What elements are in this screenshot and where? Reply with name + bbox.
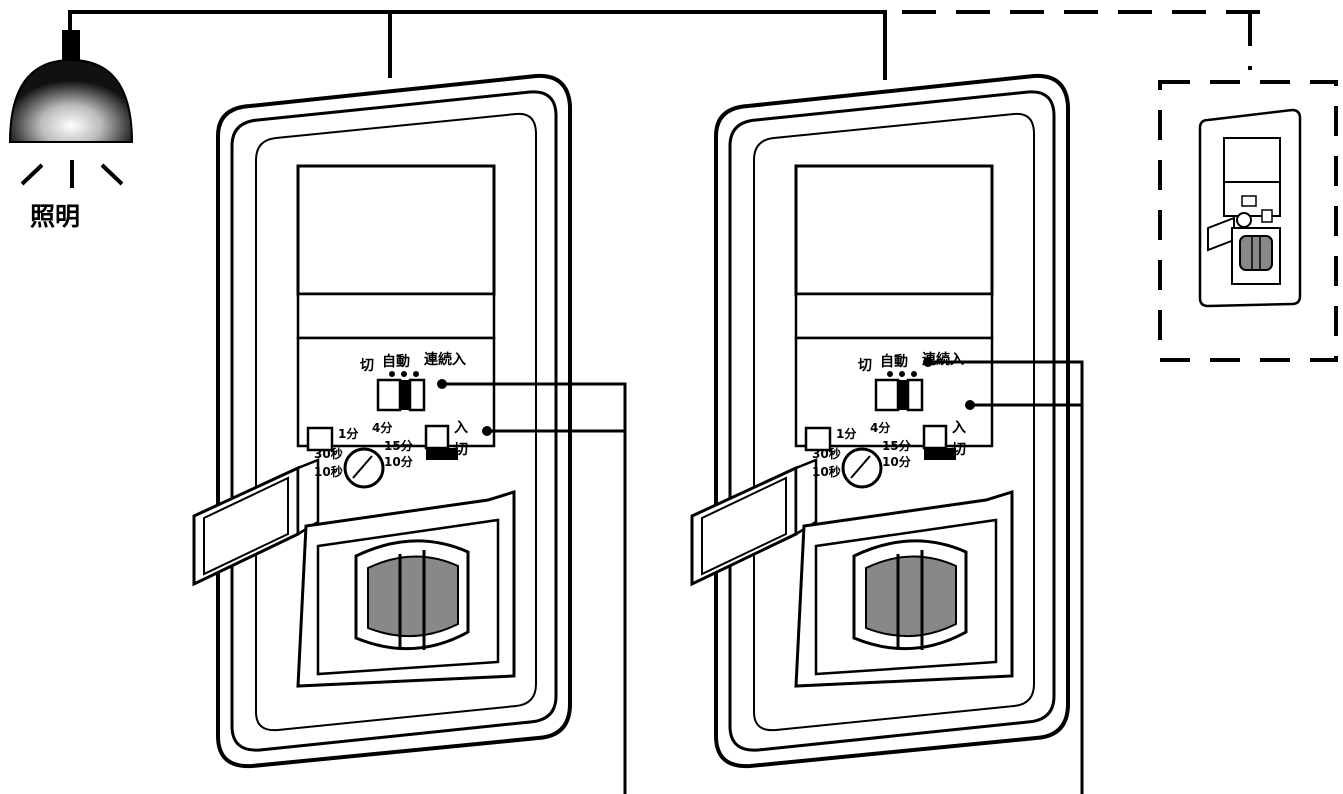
lamp-label: 照明 — [30, 202, 80, 231]
timer-label-30sec: 30秒 — [812, 446, 841, 461]
timer-label-10min: 10分 — [384, 454, 413, 469]
power-label-off: 切 — [454, 442, 468, 458]
timer-label-1min: 1分 — [836, 426, 856, 441]
pendant-lamp-icon — [8, 30, 134, 188]
mode-label-auto: 自動 — [880, 353, 908, 370]
leader-dots — [437, 357, 975, 436]
extension-switch-box — [1158, 80, 1338, 362]
mode-label-continuous-on: 連続入 — [424, 351, 466, 368]
timer-label-30sec: 30秒 — [314, 446, 343, 461]
timer-label-4min: 4分 — [870, 420, 890, 435]
timer-label-10min: 10分 — [882, 454, 911, 469]
timer-label-15min: 15分 — [882, 438, 911, 453]
timer-label-4min: 4分 — [372, 420, 392, 435]
power-wires — [68, 10, 887, 80]
mode-label-auto: 自動 — [382, 353, 410, 370]
mode-label-off: 切 — [858, 358, 872, 374]
sensor-switch-1: 切 自動 連続入 1分 4分 15分 30秒 10分 10秒 入 切 — [192, 73, 572, 769]
power-label-on: 入 — [952, 420, 966, 436]
timer-label-1min: 1分 — [338, 426, 358, 441]
leader-lines — [444, 360, 1084, 794]
sensor-switch-2: 切 自動 連続入 1分 4分 15分 30秒 10分 10秒 入 切 — [690, 73, 1070, 769]
power-label-off: 切 — [952, 442, 966, 458]
extension-dashed-wire — [902, 10, 1262, 70]
power-label-on: 入 — [454, 420, 468, 436]
extension-switch — [1198, 108, 1302, 308]
mode-label-off: 切 — [360, 358, 374, 374]
timer-label-15min: 15分 — [384, 438, 413, 453]
timer-label-10sec: 10秒 — [812, 464, 841, 479]
timer-label-10sec: 10秒 — [314, 464, 343, 479]
